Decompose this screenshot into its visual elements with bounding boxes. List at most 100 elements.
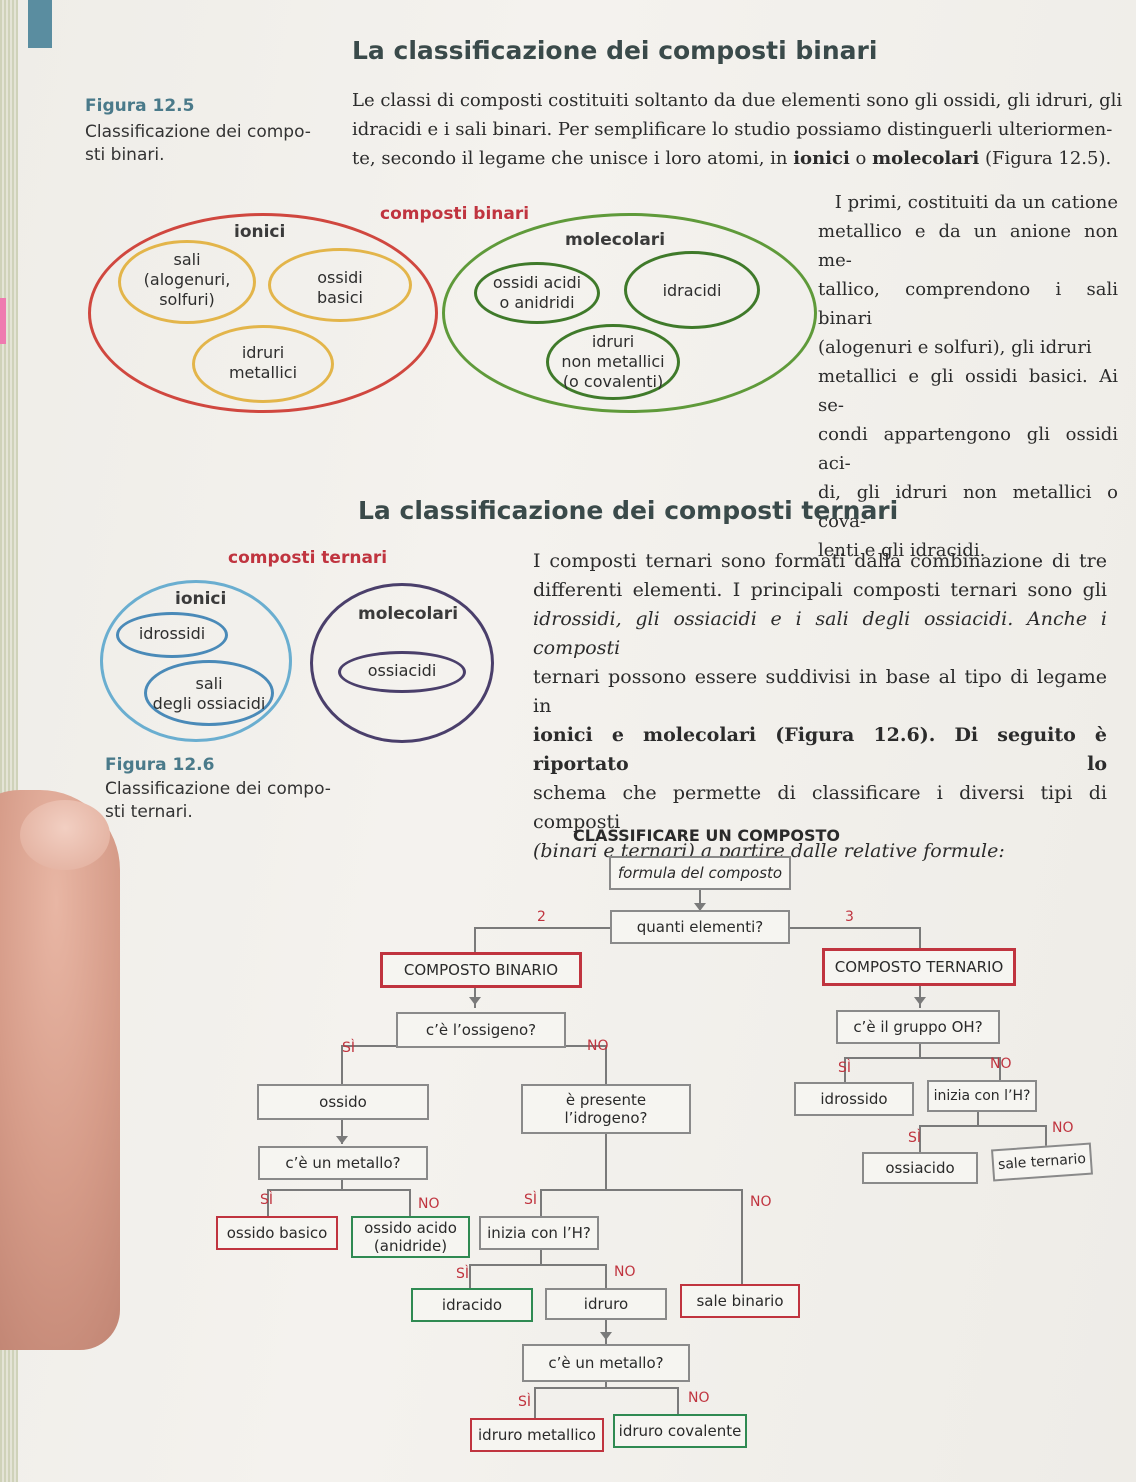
page-marker bbox=[0, 298, 6, 344]
sali-label: sali (alogenuri, solfuri) bbox=[118, 250, 256, 310]
side-line: metallici e gli ossidi basici. Ai se- bbox=[818, 366, 1118, 416]
intro-molecolari: molecolari bbox=[872, 148, 980, 169]
ionici-ternari-label: ionici bbox=[175, 589, 227, 609]
binari-intro: Le classi di composti costituiti soltant… bbox=[352, 86, 1122, 173]
molecolari-binari-ellipse bbox=[442, 213, 817, 413]
side-line: di, gli idruri non metallici o cova- bbox=[818, 482, 1118, 532]
ternari-line: ionici e molecolari (Figura 12.6). Di se… bbox=[533, 724, 1107, 775]
gruppo-oh-box: c’è il gruppo OH? bbox=[836, 1010, 1000, 1044]
label-no: NO bbox=[614, 1264, 636, 1280]
idruri-nm-line: (o covalenti) bbox=[562, 372, 664, 391]
ternari-line: I composti ternari sono formati dalla co… bbox=[533, 550, 1107, 572]
sali-ossiacidi-label: sali degli ossiacidi bbox=[140, 674, 278, 714]
label-si: SÌ bbox=[456, 1266, 470, 1282]
sali-ossiacidi-line: sali bbox=[195, 674, 223, 693]
binari-title: La classificazione dei composti binari bbox=[352, 36, 878, 65]
ossidi-acidi-line: ossidi acidi bbox=[492, 273, 582, 292]
ossiacido-box: ossiacido bbox=[862, 1152, 978, 1184]
label-si: SÌ bbox=[524, 1192, 538, 1208]
sali-line: sali bbox=[173, 250, 201, 269]
label-no: NO bbox=[1052, 1120, 1074, 1136]
molecolari-ternari-ellipse bbox=[310, 583, 494, 743]
label-no: NO bbox=[990, 1056, 1012, 1072]
idruro-covalente-box: idruro covalente bbox=[613, 1414, 747, 1448]
quanti-elementi-box: quanti elementi? bbox=[610, 910, 790, 944]
inizia-h-ternario-box: inizia con l’H? bbox=[927, 1080, 1037, 1112]
side-line: I primi, costituiti da un catione bbox=[834, 192, 1118, 213]
idruri-met-line: metallici bbox=[228, 363, 298, 382]
sali-ossiacidi-line: degli ossiacidi bbox=[152, 694, 266, 713]
ternari-line: idrossidi, gli ossiacidi e i sali degli … bbox=[533, 608, 1107, 659]
ossido-acido-text: (anidride) bbox=[373, 1237, 448, 1255]
molecolari-label: molecolari bbox=[565, 230, 666, 250]
fig-12-6-number: Figura 12.6 bbox=[105, 755, 215, 775]
ionici-label: ionici bbox=[234, 222, 286, 242]
intro-text: o bbox=[849, 148, 873, 169]
idracidi-ellipse bbox=[624, 251, 760, 329]
idruri-nm-line: idruri bbox=[591, 332, 635, 351]
idruri-non-metallici-ellipse bbox=[546, 324, 680, 400]
idruri-nm-label: idruri non metallici (o covalenti) bbox=[536, 332, 690, 392]
sale-binario-box: sale binario bbox=[680, 1284, 800, 1318]
label-no: NO bbox=[587, 1038, 609, 1054]
intro-text: (Figura 12.5). bbox=[979, 148, 1112, 169]
idruri-metallici-label: idruri metallici bbox=[192, 343, 334, 383]
idrossidi-ellipse bbox=[116, 612, 228, 658]
ternari-line: schema che permette di classificare i di… bbox=[533, 782, 1107, 833]
ossidi-acidi-label: ossidi acidi o anidridi bbox=[466, 273, 608, 313]
idruri-met-line: idruri bbox=[241, 343, 285, 362]
composto-ternario-box: COMPOSTO TERNARIO bbox=[822, 948, 1016, 986]
idrossidi-label: idrossidi bbox=[138, 624, 206, 643]
idruro-metallico-box: idruro metallico bbox=[470, 1418, 604, 1452]
ternari-line: differenti elementi. I principali compos… bbox=[533, 579, 1107, 601]
ossidi-basici-label: ossidi basici bbox=[268, 268, 412, 308]
ossidi-basici-ellipse bbox=[268, 248, 412, 322]
intro-ionici: ionici bbox=[793, 148, 850, 169]
idracido-box: idracido bbox=[411, 1288, 533, 1322]
side-line: condi appartengono gli ossidi aci- bbox=[818, 424, 1118, 474]
ternari-line: ternari possono essere suddivisi in base… bbox=[533, 666, 1107, 717]
ossido-acido-text: ossido acido bbox=[364, 1219, 457, 1237]
inizia-h-binario-box: inizia con l’H? bbox=[479, 1216, 599, 1250]
side-line: tallico, comprendono i sali binari bbox=[818, 279, 1118, 329]
idrossido-box: idrossido bbox=[794, 1082, 914, 1116]
side-line: lenti e gli idracidi. bbox=[818, 540, 986, 561]
flow-title: CLASSIFICARE UN COMPOSTO bbox=[573, 826, 841, 845]
idracidi-label: idracidi bbox=[662, 281, 722, 300]
ossiacidi-label: ossiacidi bbox=[367, 661, 437, 680]
fig-12-6-caption-1: Classificazione dei compo- bbox=[105, 779, 331, 799]
thumb-finger bbox=[0, 790, 120, 1350]
idruri-metallici-ellipse bbox=[192, 325, 334, 403]
ossido-basico-box: ossido basico bbox=[216, 1216, 338, 1250]
presente-text: l’idrogeno? bbox=[564, 1109, 648, 1127]
fig-12-6-caption-2: sti ternari. bbox=[105, 802, 193, 822]
ossigeno-box: c’è l’ossigeno? bbox=[396, 1012, 566, 1048]
ossido-acido-box: ossido acido(anidride) bbox=[351, 1216, 470, 1258]
sali-ossiacidi-ellipse bbox=[144, 660, 274, 726]
molecolari-ternari-label: molecolari bbox=[358, 604, 459, 624]
ternari-text: I composti ternari sono formati dalla co… bbox=[533, 547, 1107, 866]
fig-12-5-caption-1: Classificazione dei compo- bbox=[85, 122, 311, 142]
label-si: SÌ bbox=[838, 1060, 852, 1076]
sali-ellipse bbox=[118, 240, 256, 324]
label-si: SÌ bbox=[342, 1040, 356, 1056]
side-line: metallico e da un anione non me- bbox=[818, 221, 1118, 271]
binari-intro-line-2: idracidi e i sali binari. Per semplifica… bbox=[352, 119, 1113, 140]
metallo-box: c’è un metallo? bbox=[258, 1146, 428, 1180]
binari-side-text: I primi, costituiti da un catione metall… bbox=[818, 188, 1118, 565]
label-no: NO bbox=[688, 1390, 710, 1406]
presente-text: è presente bbox=[565, 1091, 647, 1109]
composto-binario-box: COMPOSTO BINARIO bbox=[380, 952, 582, 988]
label-no: NO bbox=[750, 1194, 772, 1210]
sali-line: solfuri) bbox=[159, 290, 215, 309]
label-no: NO bbox=[418, 1196, 440, 1212]
ionici-binari-ellipse bbox=[88, 213, 438, 413]
binari-intro-line-3: te, secondo il legame che unisce i loro … bbox=[352, 144, 1122, 173]
ossiacidi-ellipse bbox=[338, 651, 466, 693]
binari-intro-line-1: Le classi di composti costituiti soltant… bbox=[352, 90, 1123, 111]
idruro-box: idruro bbox=[545, 1288, 667, 1320]
sali-line: (alogenuri, bbox=[143, 270, 231, 289]
